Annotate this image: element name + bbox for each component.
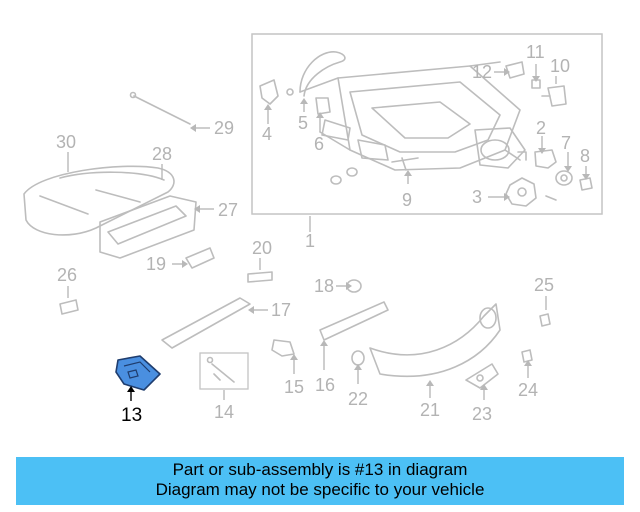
info-banner: Part or sub-assembly is #13 in diagram D… xyxy=(16,457,624,505)
callout-3: 3 xyxy=(472,187,482,207)
part-5 xyxy=(286,51,346,97)
callout-2: 2 xyxy=(536,118,546,138)
part-30-cushion xyxy=(23,165,175,236)
part-16 xyxy=(319,301,389,341)
part-4 xyxy=(259,79,279,105)
callout-21: 21 xyxy=(420,400,440,420)
callout-5: 5 xyxy=(298,113,308,133)
part-10 xyxy=(541,85,567,107)
callout-15: 15 xyxy=(284,377,304,397)
callout-27: 27 xyxy=(218,200,238,220)
callout-16: 16 xyxy=(315,375,335,395)
part-27 xyxy=(99,195,197,259)
callout-28: 28 xyxy=(152,144,172,164)
part-24 xyxy=(521,349,533,363)
callout-24: 24 xyxy=(518,380,538,400)
part-13-highlighted[interactable] xyxy=(115,355,161,391)
callout-17: 17 xyxy=(271,300,291,320)
callout-20: 20 xyxy=(252,238,272,258)
callout-14: 14 xyxy=(214,402,234,422)
callout-1: 1 xyxy=(305,231,315,251)
callout-30: 30 xyxy=(56,132,76,152)
misc-fasteners xyxy=(330,151,557,201)
part-29 xyxy=(129,91,191,125)
callout-22: 22 xyxy=(348,389,368,409)
callout-19: 19 xyxy=(146,254,166,274)
part-25 xyxy=(539,313,551,327)
part-26 xyxy=(59,299,79,315)
part-9 xyxy=(391,157,419,171)
seat-frame-box xyxy=(251,33,603,215)
banner-line-1: Part or sub-assembly is #13 in diagram xyxy=(172,460,468,479)
callout-18: 18 xyxy=(314,276,334,296)
callout-13: 13 xyxy=(121,405,142,426)
part-19 xyxy=(185,247,215,269)
callout-11: 11 xyxy=(526,42,545,62)
banner-line-2: Diagram may not be specific to your vehi… xyxy=(155,480,485,499)
callout-23: 23 xyxy=(472,404,492,424)
part-14 xyxy=(199,352,249,390)
callout-12: 12 xyxy=(472,62,492,82)
callout-25: 25 xyxy=(534,275,554,295)
part-6 xyxy=(315,97,331,115)
part-7 xyxy=(555,170,573,186)
part-17 xyxy=(161,297,251,349)
callout-10: 10 xyxy=(550,56,570,76)
callout-8: 8 xyxy=(580,146,590,166)
callout-29: 29 xyxy=(214,118,234,138)
callout-4: 4 xyxy=(262,124,272,144)
part-20 xyxy=(247,271,273,283)
seat-frame-part xyxy=(299,61,526,171)
callout-26: 26 xyxy=(57,265,77,285)
part-12 xyxy=(505,61,525,79)
callout-9: 9 xyxy=(402,190,412,210)
callout-7: 7 xyxy=(561,133,571,153)
part-23 xyxy=(465,363,499,389)
callout-6: 6 xyxy=(314,134,324,154)
part-22 xyxy=(351,350,365,366)
part-21 xyxy=(369,303,501,378)
part-2 xyxy=(534,149,557,169)
part-3 xyxy=(505,177,537,207)
part-15 xyxy=(271,339,295,357)
